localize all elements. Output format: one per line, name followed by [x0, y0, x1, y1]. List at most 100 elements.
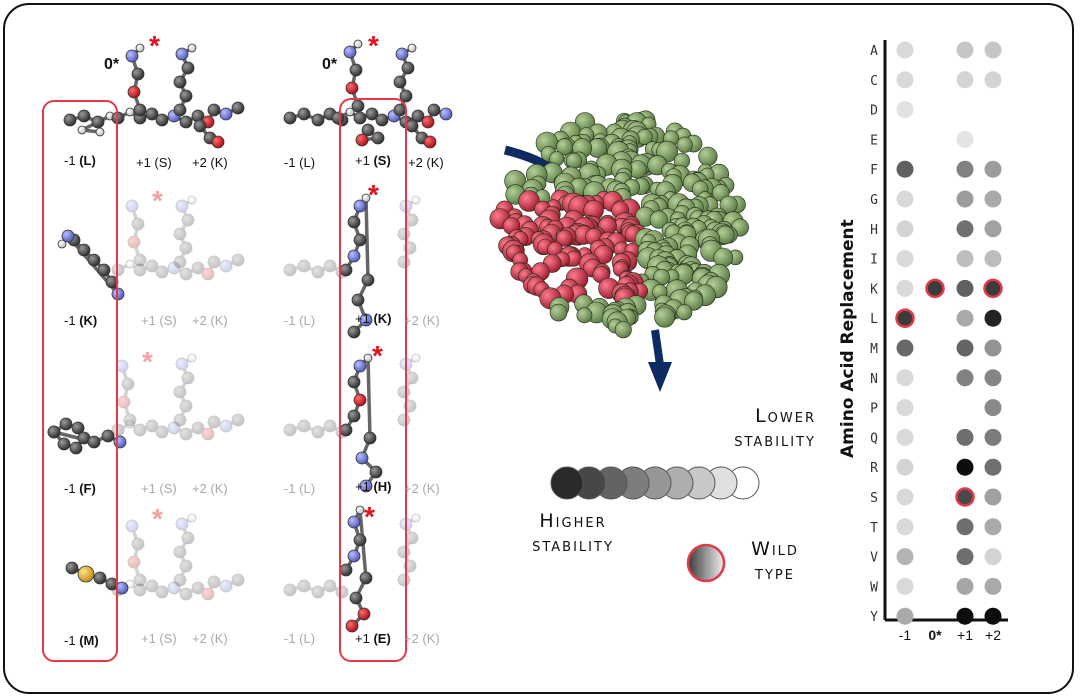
- atom: [173, 545, 187, 559]
- heatmap-cell: [956, 339, 974, 357]
- residue-label: +1 (S): [136, 155, 172, 170]
- residue-label: +1 (S): [141, 481, 177, 496]
- residue-label: +2 (K): [408, 155, 444, 170]
- residue-label: +1 (S): [355, 153, 391, 168]
- atom: [179, 241, 193, 255]
- atom: [207, 255, 221, 269]
- amino-acid-structure: [115, 359, 137, 427]
- row-tick-label: C: [870, 74, 878, 89]
- amino-acid-structure: [125, 519, 147, 587]
- atom: [191, 261, 205, 275]
- heatmap-cell: [896, 279, 914, 297]
- atom: [173, 385, 187, 399]
- atom: [145, 419, 159, 433]
- atom: [353, 199, 367, 213]
- heatmap-cell: [956, 190, 974, 208]
- amino-acid-structure: [125, 199, 147, 267]
- atom: [191, 581, 205, 595]
- atom: [219, 419, 233, 433]
- row-tick-label: R: [870, 461, 878, 476]
- row-tick-label: L: [870, 312, 878, 327]
- residue-label: +1 (K): [355, 311, 392, 326]
- heatmap-cell: [984, 488, 1002, 506]
- heatmap-cell: [956, 130, 974, 148]
- heatmap-cell: [896, 71, 914, 89]
- atom: [331, 111, 345, 125]
- atom: [201, 267, 215, 281]
- atom: [427, 103, 441, 117]
- row-tick-label: A: [870, 44, 878, 59]
- amino-acid-structure: [63, 109, 115, 137]
- amino-acid-structure: [193, 119, 225, 149]
- atom: [371, 131, 385, 145]
- row-tick-label: H: [870, 223, 878, 238]
- atom: [111, 263, 125, 277]
- atom: [297, 259, 311, 273]
- atom: [97, 263, 111, 277]
- residue-label: -1 (L): [64, 153, 96, 168]
- atom: [181, 371, 195, 385]
- wild-type-cell: [983, 278, 1003, 299]
- row-tick-label: K: [870, 282, 878, 297]
- atom: [399, 89, 413, 103]
- atom: [231, 101, 245, 115]
- atom: [191, 421, 205, 435]
- atom: [397, 227, 411, 241]
- atom: [311, 113, 325, 127]
- exit-arrowhead: [648, 362, 672, 392]
- atom: [353, 359, 367, 373]
- atom: [187, 43, 197, 53]
- atom: [397, 255, 411, 269]
- atom: [131, 537, 145, 551]
- amino-acid-structure: [283, 419, 349, 439]
- column-tick-label: -1: [899, 627, 912, 643]
- heatmap-cell: [984, 458, 1002, 476]
- heatmap-cell: [896, 548, 914, 566]
- atom: [173, 255, 187, 269]
- atom: [179, 115, 193, 129]
- heatmap-cell: [896, 101, 914, 119]
- atom: [219, 579, 233, 593]
- atom: [403, 241, 417, 255]
- atom: [231, 413, 245, 427]
- heatmap-cell: [956, 279, 974, 297]
- atom: [411, 353, 421, 363]
- atom: [125, 199, 139, 213]
- modification-star: *: [142, 346, 153, 377]
- row-tick-label: F: [870, 163, 878, 178]
- residue-label: -1 (M): [64, 633, 99, 648]
- row-tick-label: M: [870, 342, 878, 357]
- amino-acid-structure: [57, 229, 125, 301]
- protein-atom: [654, 306, 676, 328]
- row-tick-label: V: [870, 551, 878, 566]
- atom: [87, 435, 101, 449]
- atom: [347, 549, 361, 563]
- atom: [351, 293, 365, 307]
- atom: [283, 111, 297, 125]
- heatmap-cell: [896, 399, 914, 417]
- heatmap-cell: [956, 250, 974, 268]
- residue-label: -1 (L): [284, 631, 316, 646]
- heatmap-cell: [956, 309, 974, 327]
- atom: [219, 107, 233, 121]
- atom: [347, 325, 361, 339]
- amino-acid-structure: [355, 123, 385, 147]
- row-tick-label: Q: [870, 431, 878, 446]
- atom: [59, 417, 73, 431]
- atom: [127, 85, 141, 99]
- atom: [69, 441, 83, 455]
- atom: [47, 425, 61, 439]
- atom: [101, 429, 115, 443]
- heatmap-cell: [896, 190, 914, 208]
- protein-atom: [676, 136, 693, 153]
- modification-star: *: [372, 340, 383, 371]
- heatmap-cell: [896, 518, 914, 536]
- heatmap-cell: [956, 577, 974, 595]
- heatmap-cell: [956, 71, 974, 89]
- amino-acid-structure: [283, 259, 349, 279]
- atom: [63, 113, 77, 127]
- atom: [121, 377, 135, 391]
- left-highlight-box: [42, 100, 118, 662]
